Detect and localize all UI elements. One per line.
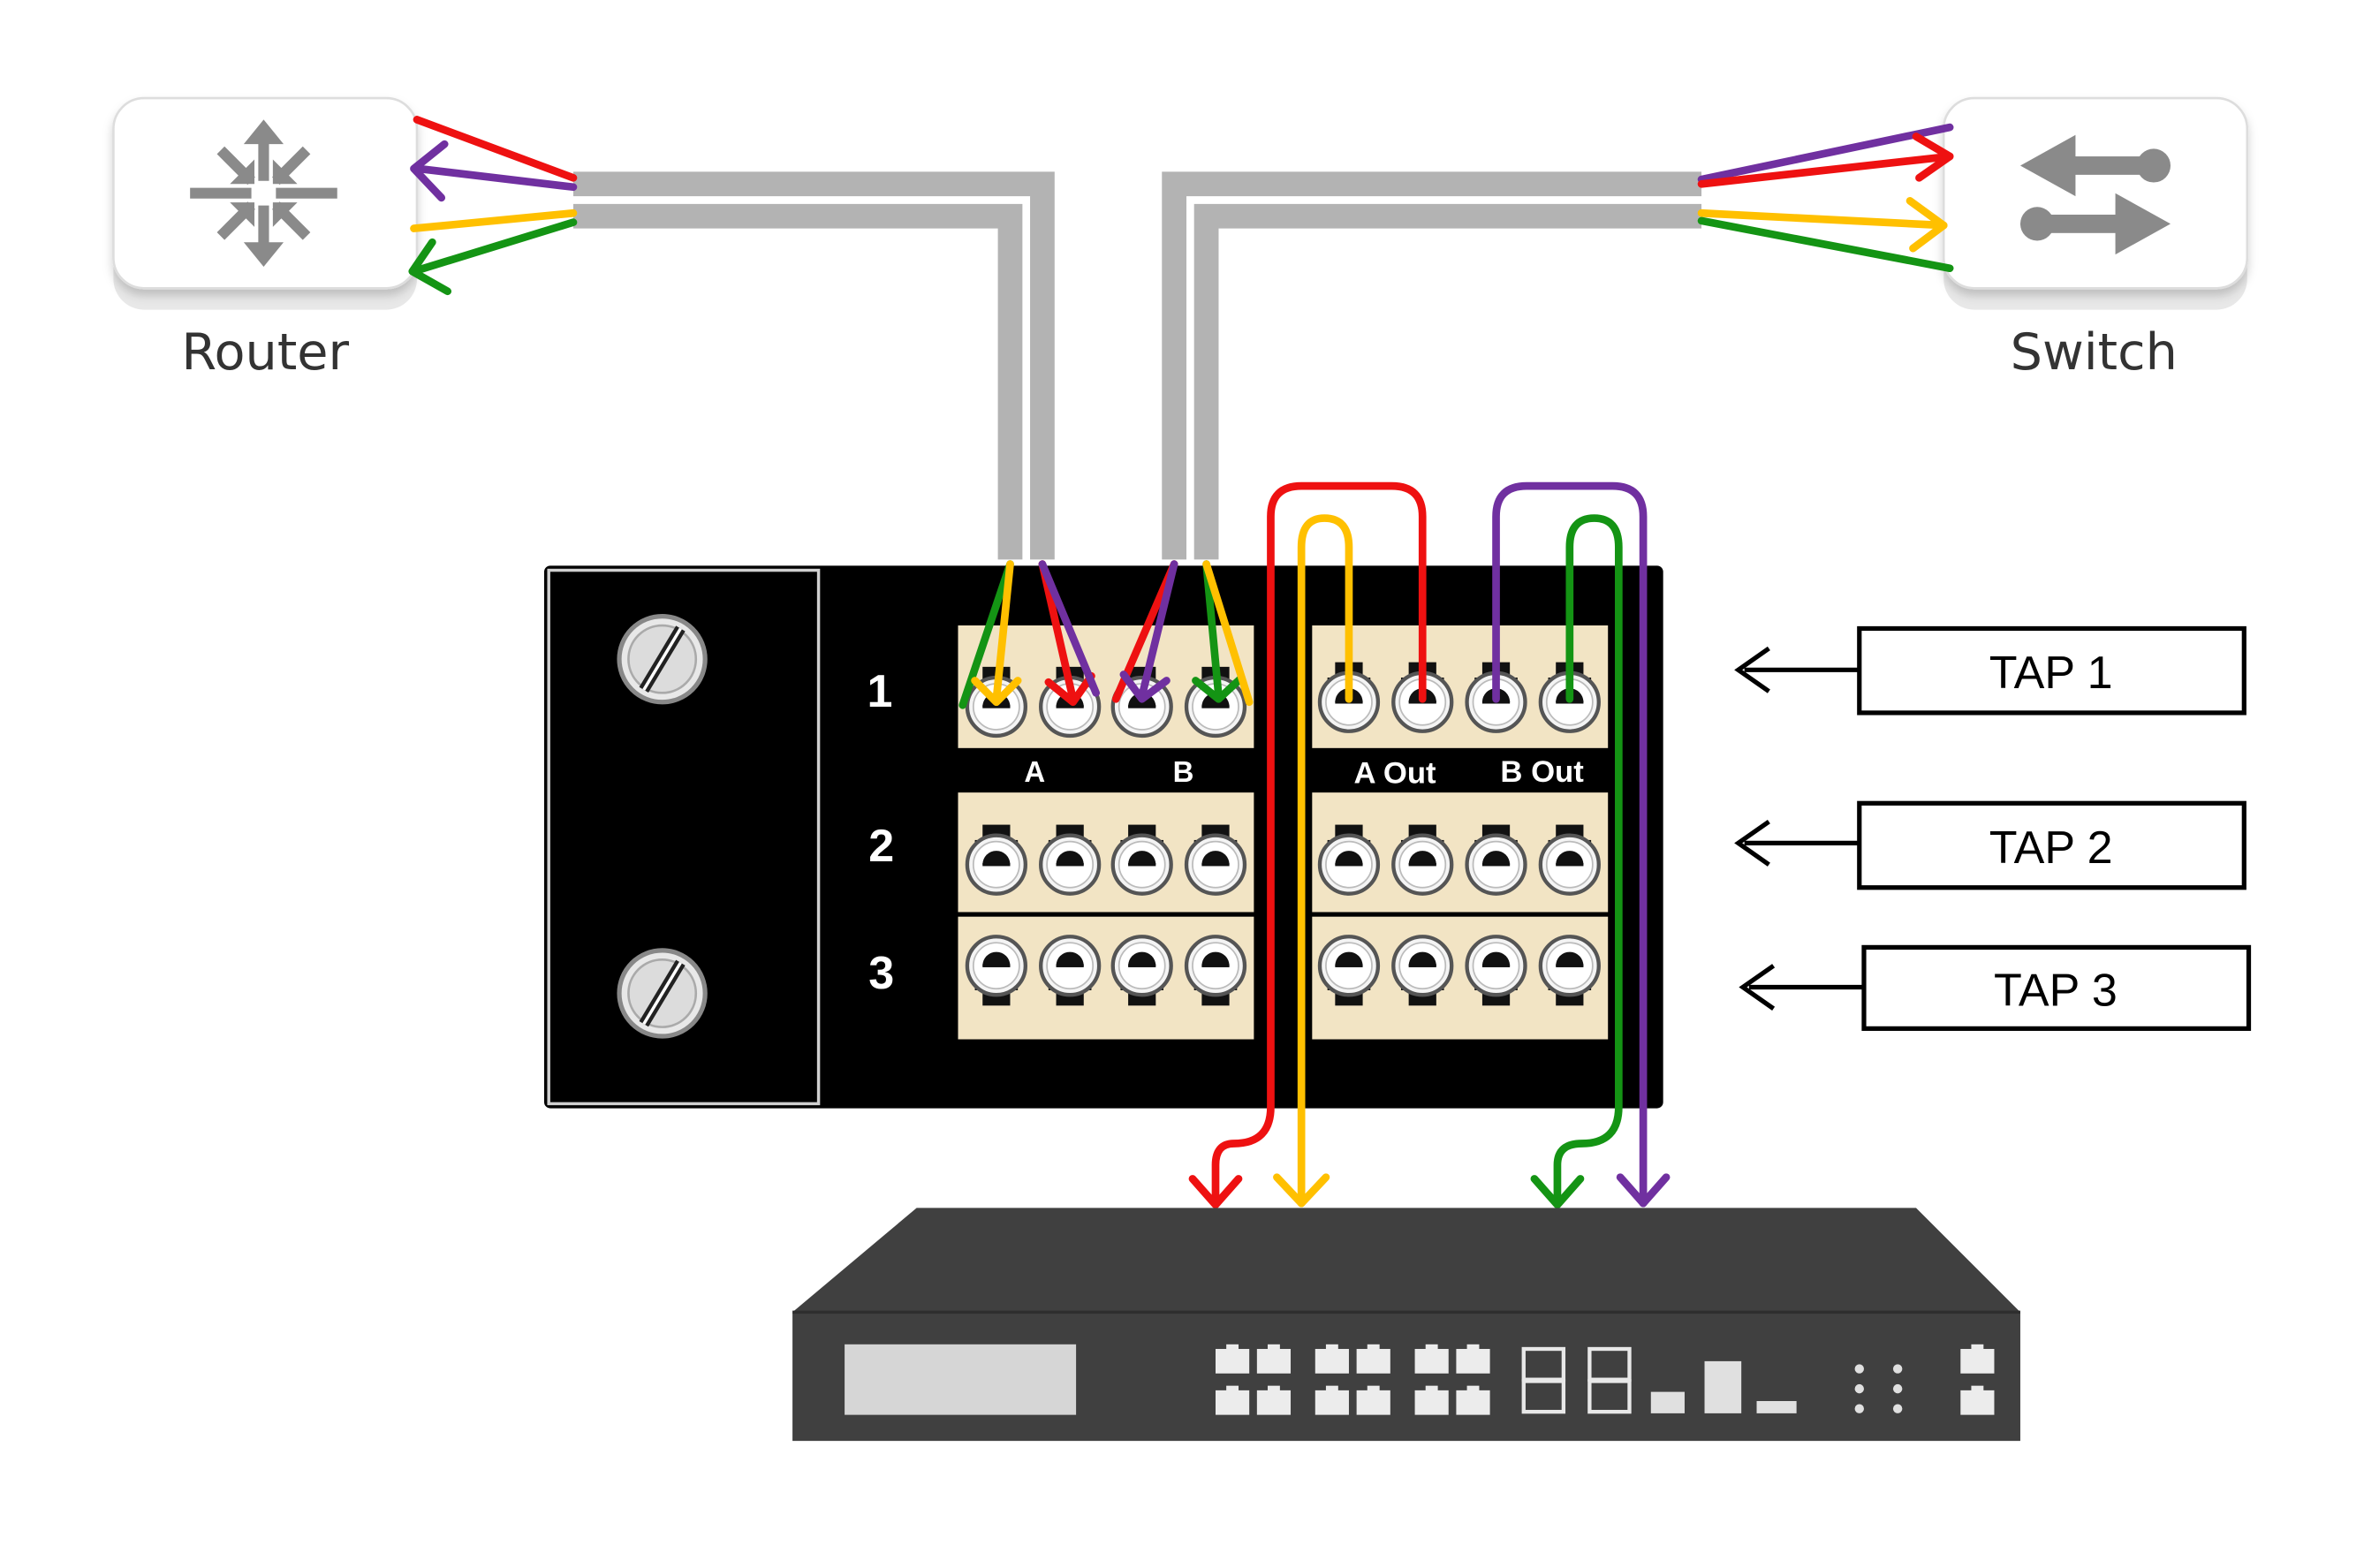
panel-input-wires — [958, 560, 1254, 709]
arrow-left-icon — [1734, 819, 1770, 867]
row-label-2: 2 — [868, 821, 894, 872]
port-label-b-out: B Out — [1500, 755, 1584, 789]
router-icon — [190, 119, 337, 267]
row-label-1: 1 — [868, 666, 893, 717]
switch-cable — [1162, 171, 1702, 560]
router-label: Router — [181, 322, 349, 382]
arrow-left-icon — [1739, 964, 1776, 1011]
screw-top-icon — [619, 617, 705, 702]
switch-wires — [1697, 123, 1954, 273]
switch-icon — [2019, 134, 2171, 255]
router-wires — [408, 116, 578, 296]
tap2-callout[interactable]: TAP 2 — [1734, 800, 2246, 890]
arrow-left-icon — [1734, 646, 1770, 693]
tap3-callout[interactable]: TAP 3 — [1739, 944, 2252, 1031]
display-panel — [845, 1344, 1077, 1415]
monitoring-appliance — [792, 1208, 2020, 1442]
usb-port — [1650, 1391, 1685, 1413]
tap1-callout[interactable]: TAP 1 — [1734, 625, 2246, 716]
port-label-a-out: A Out — [1353, 757, 1436, 791]
tap2-label: TAP 2 — [1989, 822, 2113, 874]
router-cable — [572, 171, 1055, 560]
port-label-b: B — [1173, 755, 1194, 788]
port-label-a: A — [1024, 755, 1045, 788]
monitor-wires — [1188, 481, 1671, 1209]
console-port — [1704, 1360, 1742, 1413]
row-label-3: 3 — [868, 948, 894, 999]
switch-device — [1942, 96, 2249, 310]
tap1-label: TAP 1 — [1989, 648, 2113, 699]
status-leds — [1854, 1364, 1903, 1413]
reset-slot — [1756, 1401, 1797, 1413]
router-device — [112, 96, 419, 310]
sfp-ports — [1521, 1346, 1632, 1414]
switch-label: Switch — [2011, 322, 2178, 382]
patch-panel: 1 2 3 A — [543, 565, 1663, 1109]
tap3-label: TAP 3 — [1994, 965, 2118, 1016]
screw-bottom-icon — [619, 951, 705, 1036]
